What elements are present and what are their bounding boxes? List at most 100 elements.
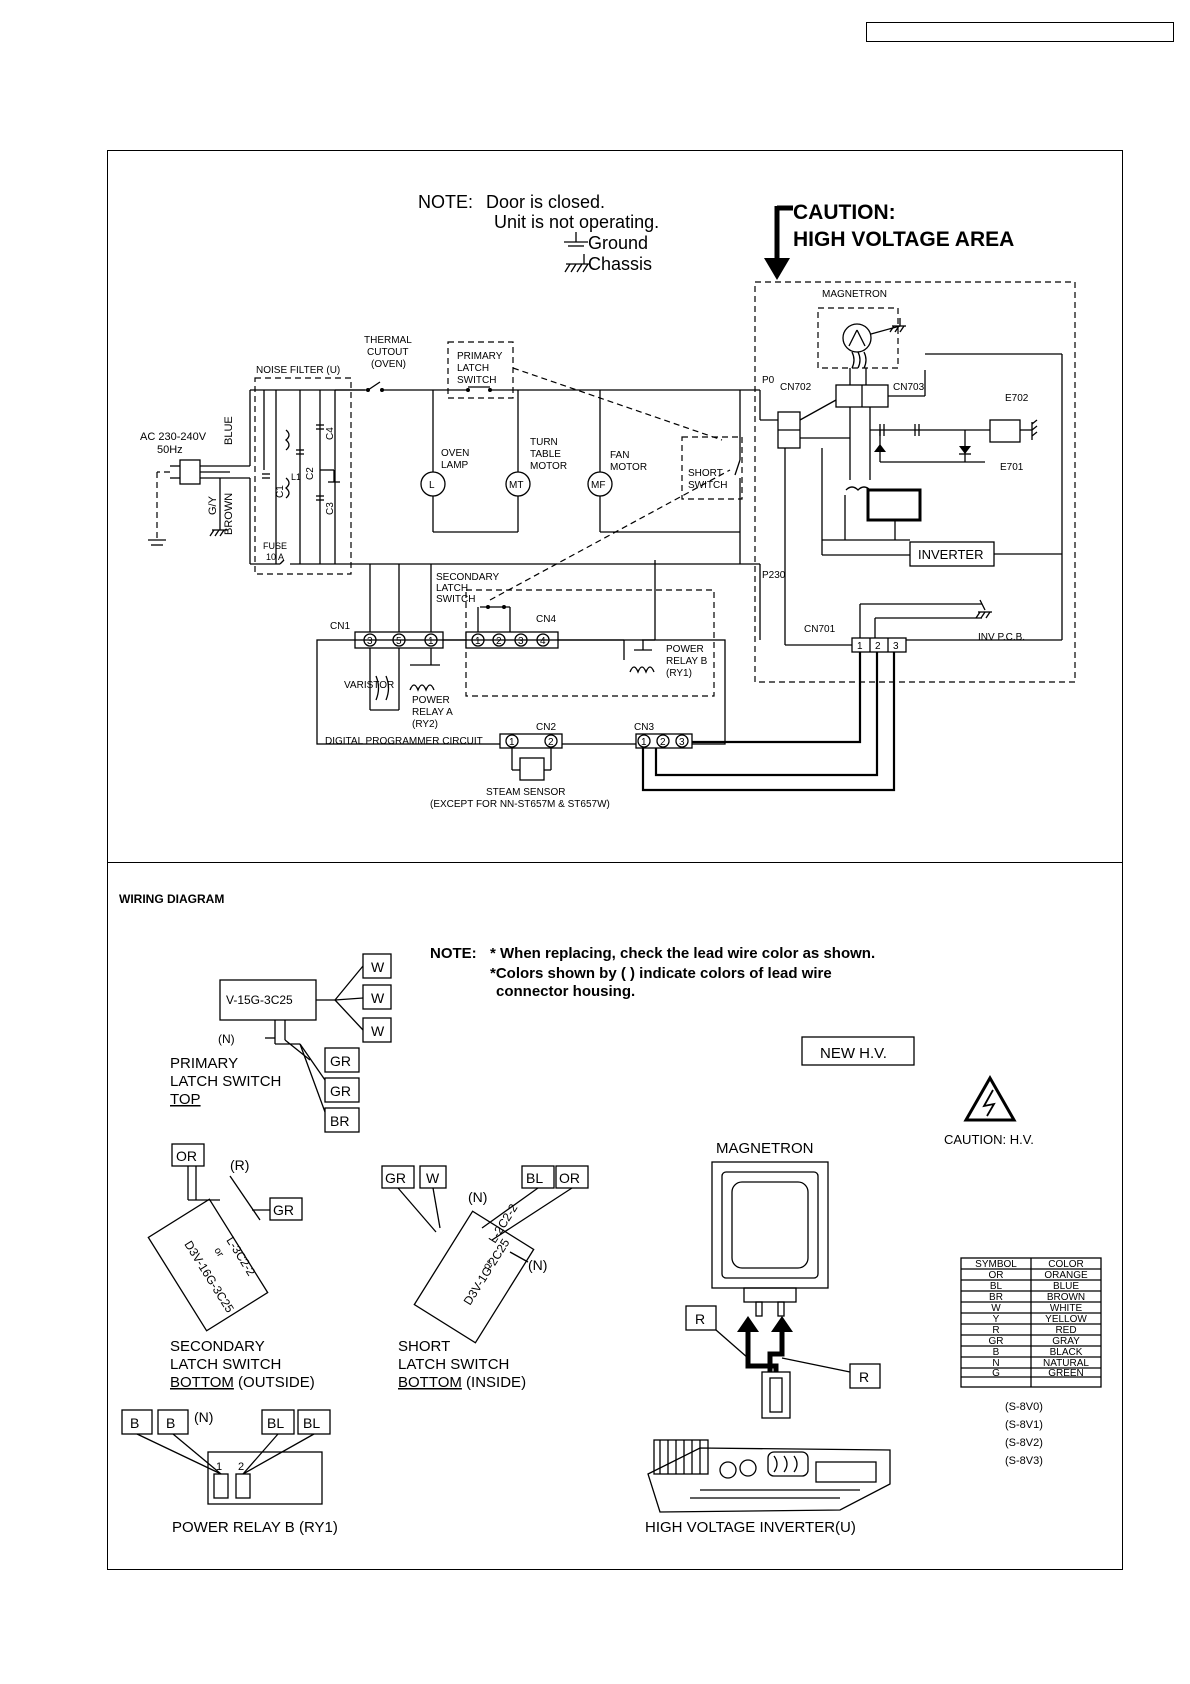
section-divider xyxy=(107,862,1123,863)
primary-latch-contact-icon xyxy=(466,386,492,392)
color-row-2-symbol: BR xyxy=(989,1292,1003,1303)
wiring-title: WIRING DIAGRAM xyxy=(119,892,224,906)
short-wire-gr-label: GR xyxy=(385,1170,406,1186)
c2-label: C2 xyxy=(305,467,316,480)
diagram-frame xyxy=(107,150,1123,1570)
cn1-pin5: 5 xyxy=(396,636,402,647)
noise-filter-label: NOISE FILTER (U) xyxy=(256,365,340,376)
magnetron-box xyxy=(817,307,899,369)
color-header-symbol: SYMBOL xyxy=(975,1259,1017,1270)
ac-supply-line2: 50Hz xyxy=(157,444,183,456)
wiring-note-line3: connector housing. xyxy=(496,983,635,1000)
primary-wire-gr-1 xyxy=(324,1047,360,1073)
color-row-6-color: GRAY xyxy=(1052,1336,1080,1347)
color-row-3-symbol: W xyxy=(991,1303,1001,1314)
primary-wire-br-label: BR xyxy=(330,1113,349,1129)
secondary-wire-or-label: OR xyxy=(176,1148,197,1164)
color-header-color: COLOR xyxy=(1048,1259,1084,1270)
short-caption-line1: SHORT xyxy=(398,1338,450,1355)
short-caption-inside: (INSIDE) xyxy=(462,1374,526,1391)
ground-icon xyxy=(564,232,588,247)
short-housing-top: (N) xyxy=(468,1189,487,1205)
cn3-pin2: 2 xyxy=(660,737,666,748)
short-switch-line1: SHORT xyxy=(688,468,723,479)
magnetron-wire-r-left-label: R xyxy=(695,1311,705,1327)
short-caption-line2: LATCH SWITCH xyxy=(398,1356,509,1373)
ac-supply-line1: AC 230-240V xyxy=(140,431,207,443)
steam-sensor-icon xyxy=(511,748,552,781)
short-wire-w-label: W xyxy=(426,1170,440,1186)
note-prefix: NOTE: xyxy=(418,192,473,212)
primary-wire-gr-1-label: GR xyxy=(330,1053,351,1069)
primary-wire-w-2 xyxy=(362,984,392,1010)
fan-motor-line1: FAN xyxy=(610,450,629,461)
color-row-5-color: RED xyxy=(1055,1325,1076,1336)
power-relay-b-icon xyxy=(629,560,656,674)
color-row-8-color: NATURAL xyxy=(1043,1358,1089,1369)
relay-housing: (N) xyxy=(194,1409,213,1425)
short-housing-side: (N) xyxy=(528,1257,547,1273)
short-part-line2: D3V-1G-2C25 xyxy=(461,1236,513,1308)
chassis-label: Chassis xyxy=(588,254,652,274)
e702-element xyxy=(989,419,1021,443)
fuse-label-line1: FUSE xyxy=(263,541,287,551)
cn2-label: CN2 xyxy=(536,722,556,733)
e702-label: E702 xyxy=(1005,393,1029,404)
cn3-connector xyxy=(635,733,693,749)
wiring-note-line2: *Colors shown by ( ) indicate colors of … xyxy=(490,965,832,982)
p230-label: P230 xyxy=(762,570,786,581)
secondary-wire-gr xyxy=(269,1197,303,1221)
wires-layer: NOTE: Door is closed. Unit is not operat… xyxy=(119,192,1102,1536)
secondary-latch-line1: SECONDARY xyxy=(436,572,499,583)
magnetron-part xyxy=(711,1161,829,1317)
color-table-text: SYMBOL COLOR OR ORANGE BL BLUE BR BROWN … xyxy=(975,1259,1089,1379)
secondary-caption-line2: LATCH SWITCH xyxy=(170,1356,281,1373)
color-row-4-color: YELLOW xyxy=(1045,1314,1087,1325)
primary-caption-line2: LATCH SWITCH xyxy=(170,1073,281,1090)
primary-latch-line2: LATCH xyxy=(457,363,489,374)
short-wire-or-label: OR xyxy=(559,1170,580,1186)
primary-wire-gr-2 xyxy=(324,1077,360,1103)
color-row-9-symbol: G xyxy=(992,1368,1000,1379)
note-line1: Door is closed. xyxy=(486,192,605,212)
fuse-label-line2: 10 A xyxy=(266,552,284,562)
cn702-label: CN702 xyxy=(780,382,812,393)
cn701-label: CN701 xyxy=(804,624,836,635)
secondary-wire-gr-label: GR xyxy=(273,1202,294,1218)
primary-wire-w-2-label: W xyxy=(371,990,385,1006)
relay-wire-b-2-label: B xyxy=(166,1415,175,1431)
inverter-label: INVERTER xyxy=(918,547,984,562)
digital-programmer-label: DIGITAL PROGRAMMER CIRCUIT xyxy=(325,736,483,747)
relay-a-line1: POWER xyxy=(412,695,450,706)
primary-latch-switch-part xyxy=(219,965,364,1113)
primary-latch-line1: PRIMARY xyxy=(457,351,503,362)
chassis-icon-e702 xyxy=(1020,419,1038,440)
relay-wire-bl-2-label: BL xyxy=(303,1415,320,1431)
fan-motor-line2: MOTOR xyxy=(610,462,647,473)
relay-b-line1: POWER xyxy=(666,644,704,655)
primary-caption-top: TOP xyxy=(170,1091,201,1108)
short-switch-box xyxy=(681,436,743,500)
color-row-0-symbol: OR xyxy=(989,1270,1004,1281)
secondary-part-or: or xyxy=(211,1246,225,1260)
primary-caption-line1: PRIMARY xyxy=(170,1055,238,1072)
cn701-pin3: 3 xyxy=(893,641,899,652)
primary-switch-housing: (N) xyxy=(218,1032,235,1046)
cn1-pin1: 1 xyxy=(428,636,434,647)
color-row-5-symbol: R xyxy=(992,1325,999,1336)
c3-label: C3 xyxy=(325,502,336,515)
cn701-pin2: 2 xyxy=(875,641,881,652)
model-s8v2: (S-8V2) xyxy=(1005,1437,1043,1449)
short-caption-line3: BOTTOM (INSIDE) xyxy=(398,1374,526,1391)
note-line2: Unit is not operating. xyxy=(494,212,659,232)
mechanical-link-secondary xyxy=(489,469,731,601)
primary-wire-w-1-label: W xyxy=(371,959,385,975)
turntable-symbol: MT xyxy=(509,480,523,491)
relay-wire-b-1-label: B xyxy=(130,1415,139,1431)
model-s8v1: (S-8V1) xyxy=(1005,1419,1043,1431)
cn2-pin1: 1 xyxy=(509,737,515,748)
thermal-cutout-switch-icon xyxy=(366,381,384,392)
oven-lamp-line1: OVEN xyxy=(441,448,469,459)
hv-inverter-board-icon xyxy=(647,1439,891,1513)
